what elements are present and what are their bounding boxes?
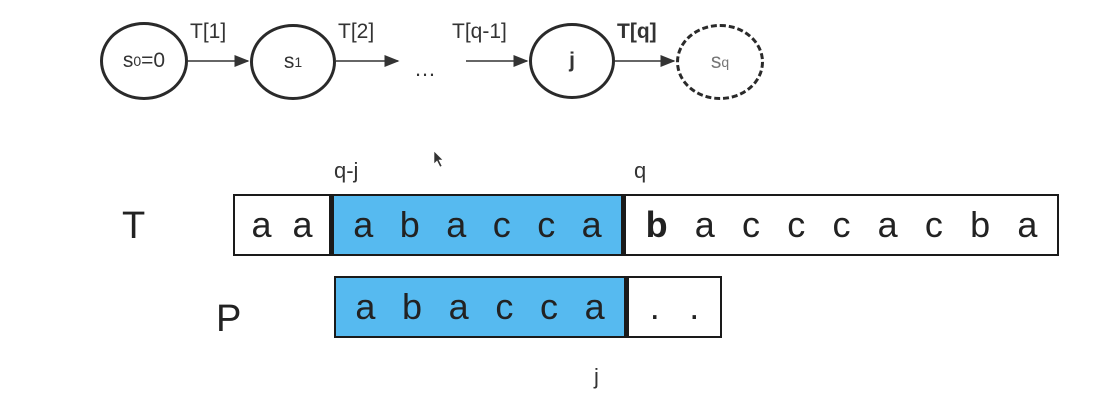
text-char: c [787,204,806,245]
state-s1-sub: 1 [294,54,303,70]
edge-label-2: T[2] [338,20,375,43]
text-char: a [1017,204,1038,245]
pattern-char: a [355,286,376,327]
ellipsis: … [414,56,439,81]
text-char: b [970,204,991,245]
state-j-label: j [569,49,575,72]
text-char: b [399,204,420,245]
pattern-char: a [584,286,605,327]
text-char: c [742,204,761,245]
text-char: c [924,204,943,245]
mouse-cursor-icon [433,150,444,168]
pattern-char: . [689,286,700,327]
pattern-matched: a b a c c a [334,276,626,338]
pattern-char: c [495,286,514,327]
pattern-char: b [401,286,423,327]
text-char: a [694,204,715,245]
text-char: c [492,204,511,245]
text-suffix: b a c c c a c b a [623,194,1059,256]
state-s0-base: s [122,49,134,72]
text-matched-window: a b a c c a [331,194,623,256]
state-s0-suffix: =0 [141,49,166,72]
state-j: j [529,23,615,99]
state-sq-sub: q [721,54,730,70]
pattern-row-label: P [216,298,242,340]
text-char: a [581,204,602,245]
pattern-rest: . . [626,276,722,338]
text-char-current: b [645,204,668,245]
marker-j: j [594,364,599,389]
text-char: c [537,204,556,245]
text-prefix: a a [233,194,331,256]
marker-q: q [634,158,647,183]
text-char: a [446,204,467,245]
text-row-label: T [122,205,146,247]
text-char: c [832,204,851,245]
pattern-char: . [649,286,660,327]
edge-label-1: T[1] [190,20,227,43]
text-char: a [292,204,313,245]
text-char: a [353,204,374,245]
text-char: a [877,204,898,245]
text-char: a [251,204,272,245]
pattern-strip: a b a c c a . . [334,276,722,338]
state-sq-base: s [710,50,722,73]
state-s1-base: s [283,50,295,73]
text-strip: a a a b a c c a b a c c c a c b a [233,194,1059,256]
edge-label-q-1: T[q-1] [452,20,507,43]
edge-label-q: T[q] [617,20,657,43]
marker-q-minus-j: q-j [334,158,359,183]
pattern-char: c [539,286,558,327]
pattern-char: a [448,286,469,327]
transition-arrows [188,55,676,67]
state-s0-sub: 0 [133,53,142,69]
